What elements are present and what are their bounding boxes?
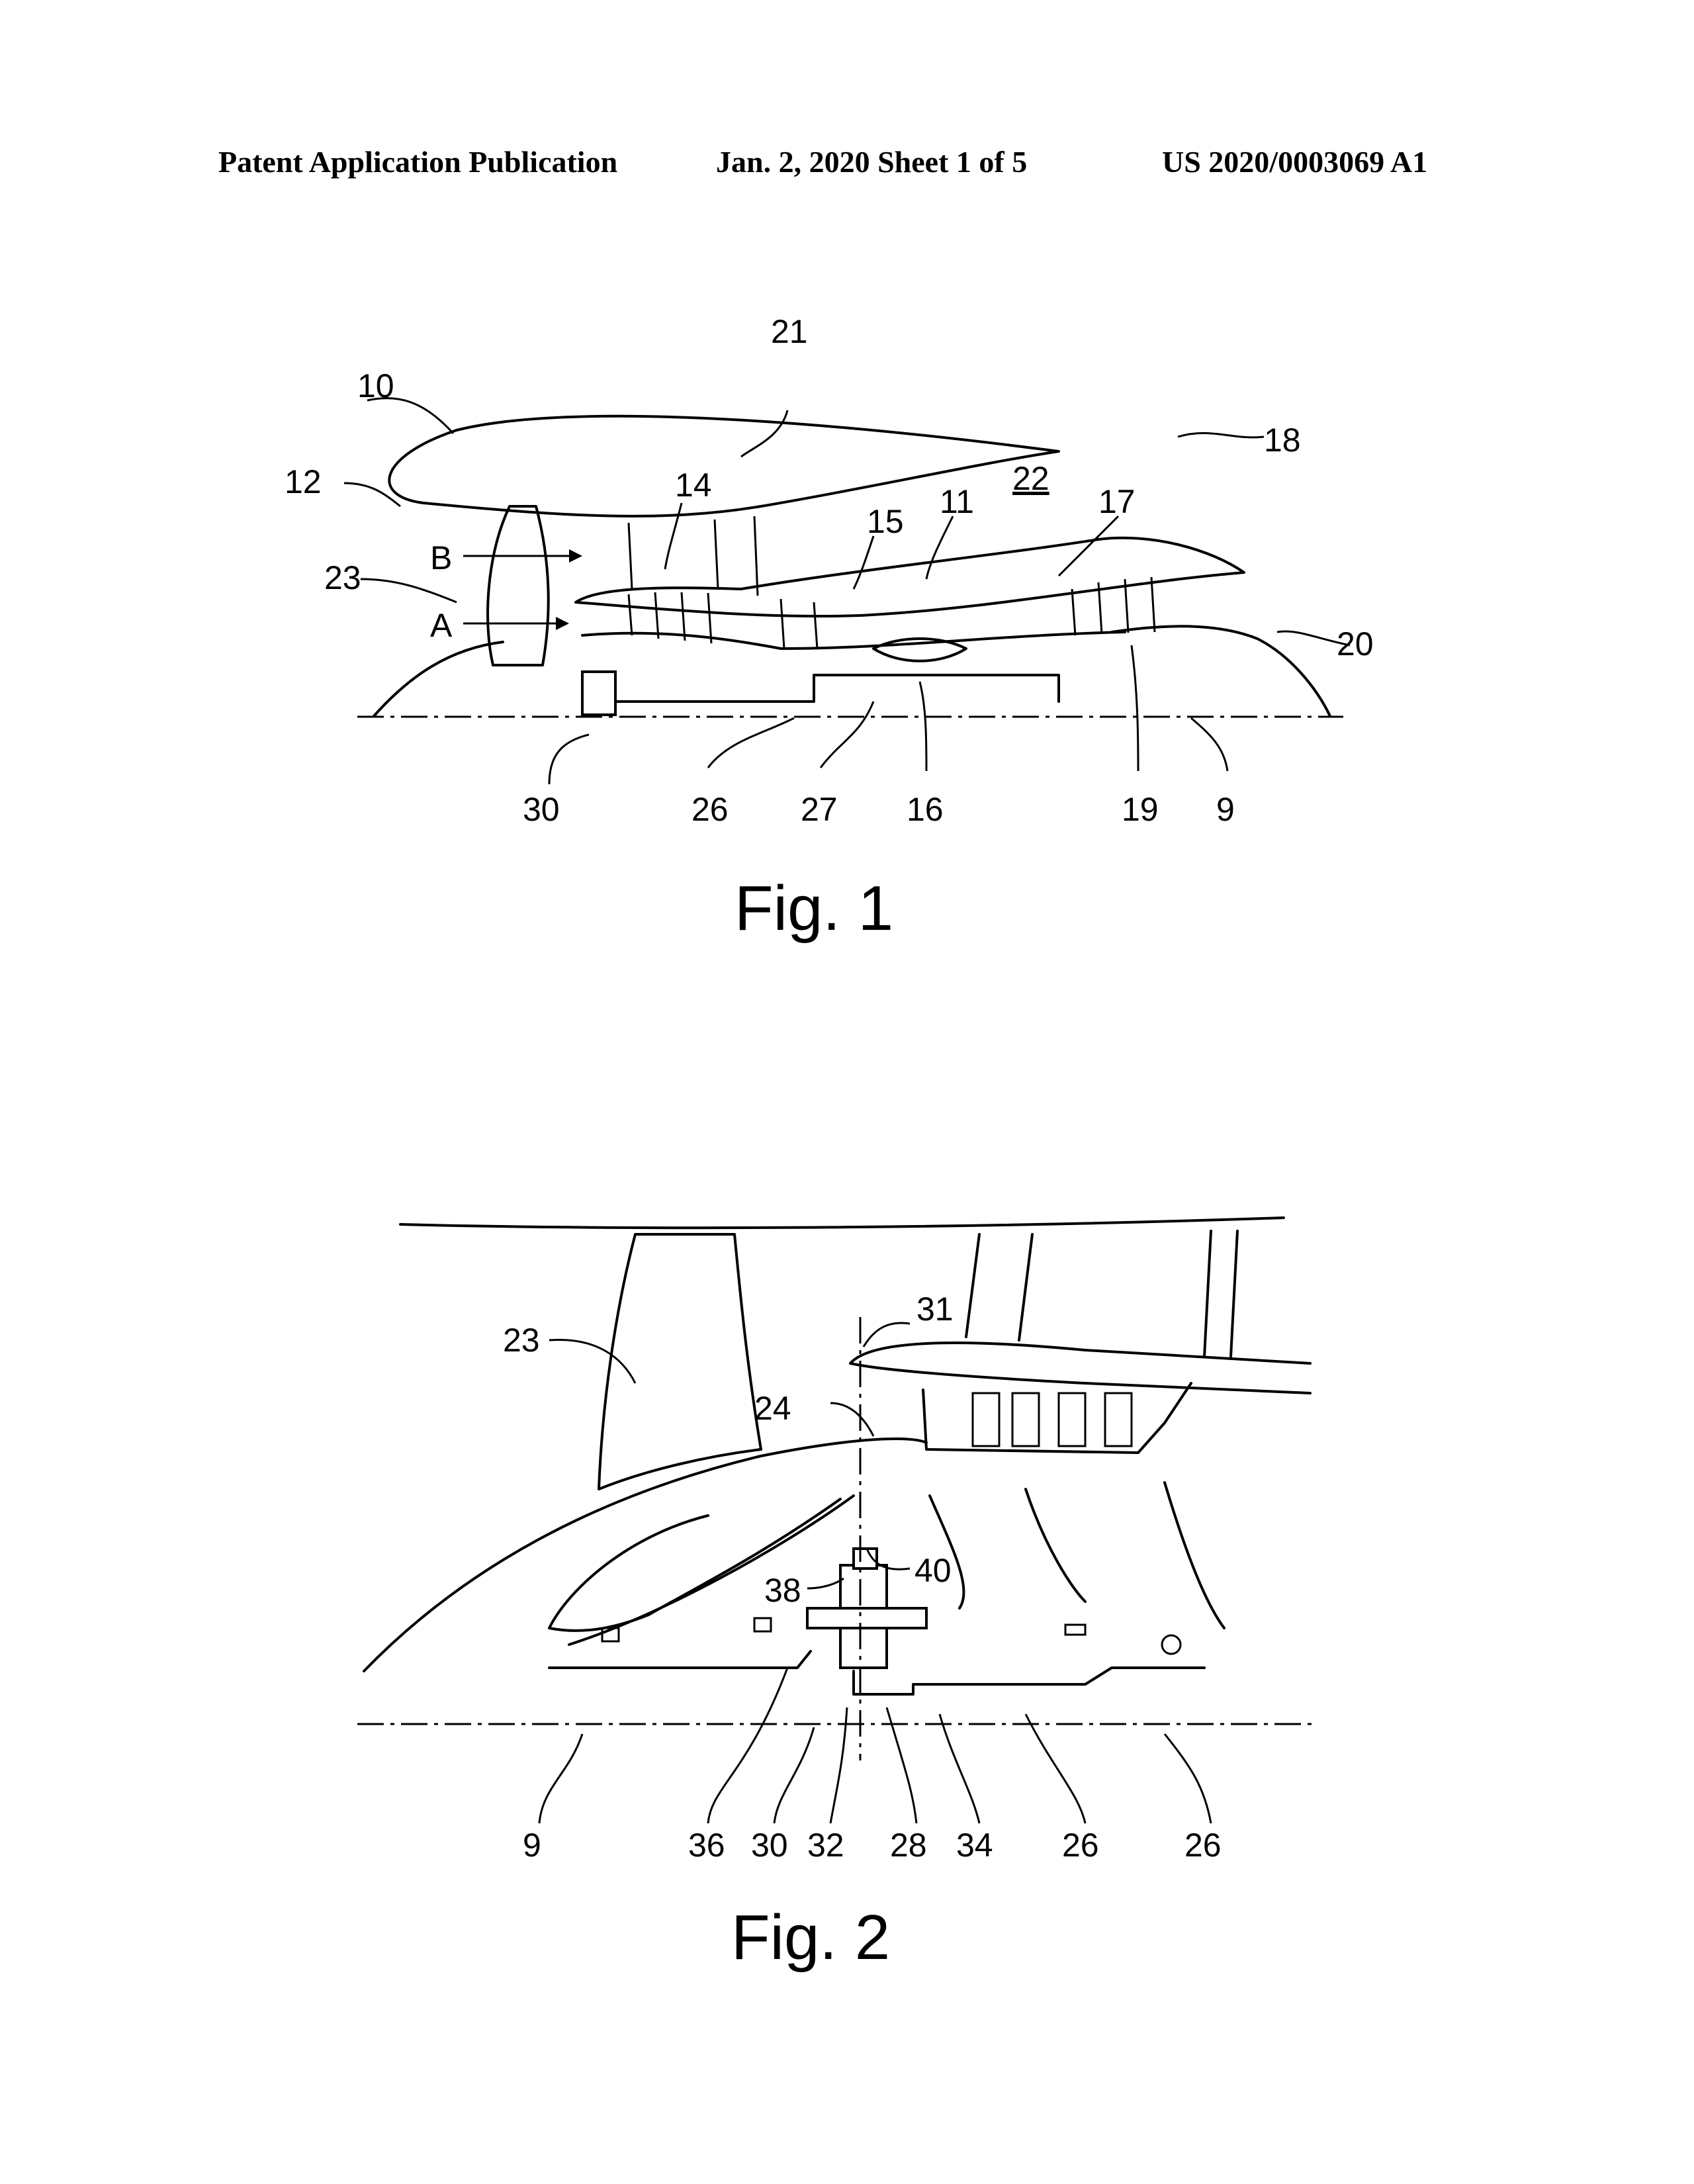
mid-support xyxy=(1024,1488,1087,1603)
ref-9: 9 xyxy=(1216,791,1235,828)
ref-24: 24 xyxy=(754,1390,791,1427)
ref-18: 18 xyxy=(1264,422,1301,459)
core-casing xyxy=(574,536,1245,617)
ref-19: 19 xyxy=(1122,791,1159,828)
compressor-stage-blocks xyxy=(971,1392,1133,1447)
spinner xyxy=(373,641,504,717)
fan-blade xyxy=(598,1233,762,1490)
publication-number: US 2020/0003069 A1 xyxy=(1162,145,1428,179)
ref-16: 16 xyxy=(907,791,944,828)
ref-32: 32 xyxy=(807,1827,844,1864)
shaft-outline xyxy=(581,674,1060,716)
ref-23: 23 xyxy=(324,559,361,596)
ref-9: 9 xyxy=(523,1827,541,1864)
rear-support xyxy=(928,1494,965,1610)
ref-40: 40 xyxy=(914,1552,952,1589)
figure-2-caption: Fig. 2 xyxy=(731,1902,890,1973)
flow-arrows xyxy=(463,549,582,630)
leader-lines xyxy=(538,1322,1212,1824)
base-plate xyxy=(548,1650,812,1669)
gearbox-box xyxy=(581,670,617,716)
ref-20: 20 xyxy=(1337,625,1374,662)
hub-line xyxy=(363,1437,928,1672)
ref-38: 38 xyxy=(764,1572,801,1609)
exhaust-cone xyxy=(1110,625,1331,717)
fan-disc-cavity xyxy=(548,1498,842,1632)
publication-date-sheet: Jan. 2, 2020 Sheet 1 of 5 xyxy=(716,145,1028,179)
gearbox-flange xyxy=(806,1607,928,1629)
figure-2-drawing: 31 23 24 40 38 9 36 30 32 28 34 26 26 Fi… xyxy=(357,1216,1317,1973)
page-header: Patent Application Publication Jan. 2, 2… xyxy=(0,144,1694,191)
ref-36: 36 xyxy=(688,1827,725,1864)
ref-26: 26 xyxy=(691,791,729,828)
core-flow-path xyxy=(581,631,1126,650)
ref-27: 27 xyxy=(801,791,838,828)
ref-15: 15 xyxy=(867,503,904,540)
ref-10: 10 xyxy=(357,367,394,404)
ref-26-a: 26 xyxy=(1062,1827,1099,1864)
fan-casing-line xyxy=(399,1216,1285,1230)
figure-1-caption: Fig. 1 xyxy=(735,873,893,944)
ref-31: 31 xyxy=(916,1291,954,1328)
ref-A: A xyxy=(430,607,453,644)
ref-34: 34 xyxy=(956,1827,993,1864)
nacelle-outline xyxy=(388,414,1060,518)
output-shaft xyxy=(852,1666,1206,1696)
ref-B: B xyxy=(430,539,452,576)
ref-11: 11 xyxy=(940,483,974,520)
compressor-stages xyxy=(627,576,1156,649)
front-support xyxy=(568,1494,855,1646)
bolt-details xyxy=(601,1617,1182,1655)
ref-17: 17 xyxy=(1098,483,1136,520)
leader-lines xyxy=(343,397,1351,785)
figure-1-drawing: 10 21 18 12 14 11 17 22 15 B 23 A 20 30 … xyxy=(285,313,1374,944)
ref-21: 21 xyxy=(771,313,808,350)
guide-vanes xyxy=(627,516,759,596)
ref-30: 30 xyxy=(751,1827,788,1864)
fan-blade xyxy=(486,505,550,666)
compressor-casing xyxy=(922,1382,1192,1454)
aft-support xyxy=(1163,1481,1226,1629)
ref-12: 12 xyxy=(285,463,322,500)
ref-14: 14 xyxy=(675,467,712,504)
publication-title: Patent Application Publication xyxy=(218,145,618,179)
splitter-nose xyxy=(849,1342,1312,1394)
ref-22: 22 xyxy=(1012,460,1049,497)
ref-26-b: 26 xyxy=(1184,1827,1222,1864)
guide-vanes xyxy=(965,1230,1239,1358)
ref-28: 28 xyxy=(890,1827,927,1864)
ref-30: 30 xyxy=(523,791,560,828)
ref-23: 23 xyxy=(503,1322,540,1359)
combustor xyxy=(872,637,967,662)
